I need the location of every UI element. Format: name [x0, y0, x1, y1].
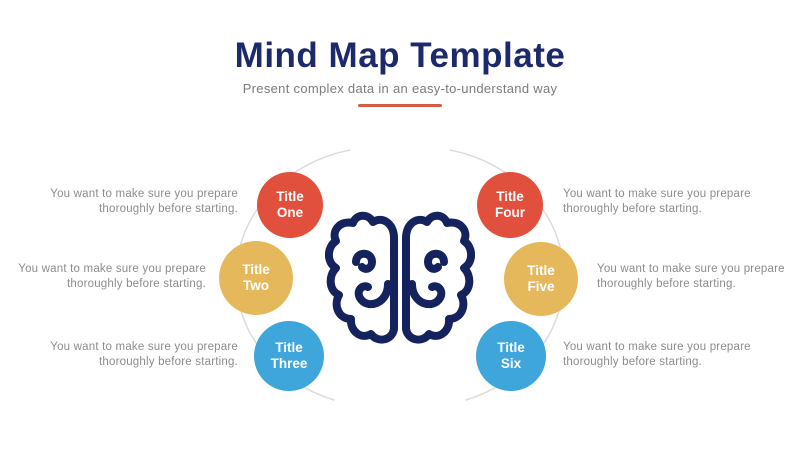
node-label: Four: [495, 205, 525, 220]
node-description-two: You want to make sure you prepare thorou…: [18, 263, 206, 290]
title-divider: [358, 104, 442, 107]
node-label: Three: [270, 356, 308, 371]
node-label: Two: [243, 278, 269, 293]
node-description-six: You want to make sure you prepare thorou…: [563, 341, 751, 368]
node-word: Title: [527, 263, 555, 278]
node-word: Title: [275, 340, 303, 355]
node-circle-two[interactable]: Title Two: [219, 241, 293, 315]
node-word: Title: [276, 189, 304, 204]
node-word: Title: [497, 340, 525, 355]
node-word: Title: [242, 262, 270, 277]
node-circle-four[interactable]: Title Four: [477, 172, 543, 238]
node-label: One: [276, 205, 304, 220]
page-title: Mind Map Template: [234, 36, 566, 75]
node-circle-six[interactable]: Title Six: [476, 321, 546, 391]
node-word: Title: [496, 189, 524, 204]
node-circle-three[interactable]: Title Three: [254, 321, 324, 391]
node-description-one: You want to make sure you prepare thorou…: [50, 188, 238, 215]
node-description-five: You want to make sure you prepare thorou…: [597, 263, 785, 290]
node-label: Five: [527, 279, 555, 294]
node-circle-five[interactable]: Title Five: [504, 242, 578, 316]
node-description-four: You want to make sure you prepare thorou…: [563, 188, 751, 215]
brain-icon: [325, 211, 475, 344]
node-circle-one[interactable]: Title One: [257, 172, 323, 238]
page-subtitle: Present complex data in an easy-to-under…: [242, 81, 558, 96]
node-label: Six: [500, 356, 522, 371]
node-description-three: You want to make sure you prepare thorou…: [50, 341, 238, 368]
